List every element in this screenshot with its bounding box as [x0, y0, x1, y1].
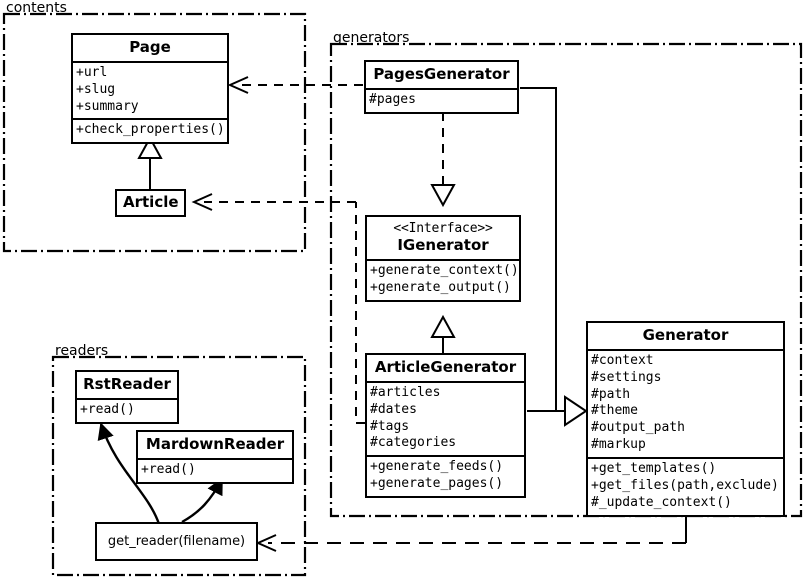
class-name-markdown-reader: MardownReader: [145, 435, 285, 453]
method-read-markdown: +read(): [141, 461, 196, 477]
class-stereotype-igenerator: <<Interface>>: [393, 221, 493, 236]
method-generate-pages: +generate_pages(): [370, 476, 504, 492]
attribute-tags: #tags: [370, 418, 410, 434]
attribute-theme: #theme: [591, 403, 638, 419]
attribute-dates: #dates: [370, 401, 417, 417]
class-box-rst-reader[interactable]: RstReader +read(): [75, 370, 179, 424]
class-methods-generator: +get_templates() +get_files(path,exclude…: [588, 457, 783, 515]
package-label-generators: generators: [333, 30, 410, 46]
class-title-igenerator: IGenerator: [397, 236, 489, 255]
class-box-generator[interactable]: Generator #context #settings #path #them…: [586, 321, 785, 517]
relation-article-extends-page: [137, 135, 163, 190]
method-update-context: #_update_context(): [591, 494, 732, 510]
relation-pagesgenerator-uses-page: [227, 76, 363, 94]
attribute-categories: #categories: [370, 435, 457, 451]
class-methods-markdown-reader: +read(): [138, 457, 292, 482]
attribute-url: +url: [76, 64, 108, 80]
class-attributes-article-generator: #articles #dates #tags #categories: [367, 380, 524, 456]
method-generate-output: +generate_output(): [370, 279, 511, 295]
class-box-article[interactable]: Article: [115, 189, 186, 217]
class-name-page: Page: [129, 38, 171, 56]
class-name-article: Article: [123, 193, 179, 211]
class-methods-article-generator: +generate_feeds() +generate_pages(): [367, 455, 524, 496]
class-name-rst-reader: RstReader: [83, 375, 171, 393]
attribute-context: #context: [591, 352, 654, 368]
class-methods-rst-reader: +read(): [77, 397, 177, 422]
method-get-files: +get_files(path,exclude): [591, 478, 779, 494]
attribute-slug: +slug: [76, 81, 116, 97]
relation-pagesgenerator-extends-generator: [520, 87, 564, 412]
class-box-article-generator[interactable]: ArticleGenerator #articles #dates #tags …: [365, 353, 526, 499]
class-box-markdown-reader[interactable]: MardownReader +read(): [136, 430, 294, 484]
package-label-contents: contents: [6, 0, 67, 16]
class-name-pages-generator: PagesGenerator: [373, 65, 510, 83]
class-methods-page: +check_properties(): [73, 118, 227, 142]
class-name-article-generator: ArticleGenerator: [374, 358, 517, 376]
function-label-get-reader: get_reader(filename): [107, 534, 246, 549]
relation-get-reader-creates-markdownreader: [181, 477, 224, 524]
class-box-pages-generator[interactable]: PagesGenerator #pages: [364, 60, 519, 114]
attribute-summary: +summary: [76, 98, 139, 114]
method-read-rst: +read(): [80, 401, 135, 417]
attribute-settings: #settings: [591, 369, 662, 385]
attribute-output-path: #output_path: [591, 420, 685, 436]
relation-pagesgenerator-realizes-igenerator: [430, 112, 456, 208]
class-attributes-page: +url +slug +summary: [73, 60, 227, 119]
class-attributes-generator: #context #settings #path #theme #output_…: [588, 348, 783, 457]
class-box-page[interactable]: Page +url +slug +summary +check_properti…: [71, 33, 229, 145]
class-name-igenerator: <<Interface>> IGenerator: [367, 217, 519, 259]
class-attributes-pages-generator: #pages: [366, 87, 517, 112]
method-generate-feeds: +generate_feeds(): [370, 459, 504, 475]
method-generate-context: +generate_context(): [370, 263, 519, 279]
method-check-properties: +check_properties(): [76, 122, 225, 138]
attribute-articles: #articles: [370, 384, 441, 400]
package-label-readers: readers: [55, 343, 109, 359]
function-box-get-reader[interactable]: get_reader(filename): [95, 522, 258, 561]
attribute-path: #path: [591, 386, 631, 402]
attribute-markup: #markup: [591, 437, 646, 453]
class-methods-igenerator: +generate_context() +generate_output(): [367, 259, 519, 300]
class-name-generator: Generator: [642, 326, 729, 344]
relation-articlegenerator-extends-generator: [527, 395, 588, 427]
relation-articlegenerator-uses-article: [191, 193, 365, 424]
method-get-templates: +get_templates(): [591, 461, 717, 477]
class-box-igenerator[interactable]: <<Interface>> IGenerator +generate_conte…: [365, 215, 521, 302]
relation-articlegenerator-realizes-igenerator: [430, 314, 456, 354]
attribute-pages: #pages: [369, 91, 416, 107]
